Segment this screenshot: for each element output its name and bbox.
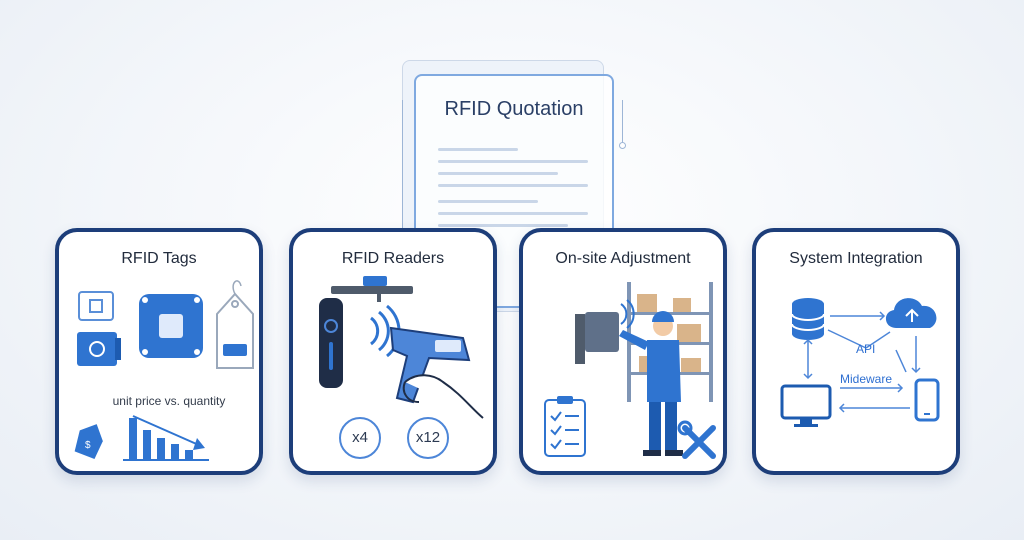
doc-line <box>438 212 588 215</box>
chip-small-icon <box>78 291 114 321</box>
doc-connector-line-right <box>622 100 623 144</box>
checklist-icon <box>544 396 586 457</box>
card-rfid-readers: RFID Readers x4 x12 <box>289 228 497 475</box>
card-title: On-site Adjustment <box>555 250 691 267</box>
card-onsite-adjustment: On-site Adjustment <box>519 228 727 475</box>
chip-icon <box>139 294 203 358</box>
doc-line <box>438 172 558 175</box>
worker-icon <box>619 311 683 456</box>
doc-connector-line-left <box>402 100 403 240</box>
database-icon <box>791 298 825 340</box>
cloud-icon <box>885 298 937 328</box>
api-label: API <box>856 342 876 356</box>
quantity-badge-x12: x12 <box>407 417 449 459</box>
tag-module-icon <box>77 332 121 366</box>
flow-arrows-icon <box>803 311 921 413</box>
bar-chart-icon <box>123 415 209 461</box>
discount-tag-icon: $ <box>74 424 103 460</box>
wall-reader-icon <box>575 299 635 364</box>
quantity-badge-x4: x4 <box>339 417 381 459</box>
hand-icon <box>402 374 484 419</box>
doc-connector-dot <box>619 142 626 149</box>
doc-line <box>438 160 588 163</box>
reader-icon <box>319 298 343 388</box>
card-title: RFID Readers <box>341 250 445 267</box>
phone-icon <box>914 378 940 422</box>
tools-icon <box>677 420 716 459</box>
card-rfid-tags: RFID Tags $ <box>55 228 263 475</box>
monitor-icon <box>780 384 832 427</box>
card-title: System Integration <box>789 250 923 267</box>
quotation-title: RFID Quotation <box>444 98 584 120</box>
doc-line <box>438 224 568 227</box>
doc-line <box>438 148 518 151</box>
overhead-antenna-icon <box>331 276 413 302</box>
doc-line <box>438 184 588 187</box>
middleware-label: Mideware <box>840 372 893 386</box>
price-tag-icon <box>216 280 254 369</box>
card-system-integration: System Integration <box>752 228 960 475</box>
doc-line <box>438 200 538 203</box>
card-title: RFID Tags <box>121 250 197 267</box>
svg-text:$: $ <box>85 440 91 451</box>
price-quantity-caption: unit price vs. quantity <box>112 394 226 408</box>
